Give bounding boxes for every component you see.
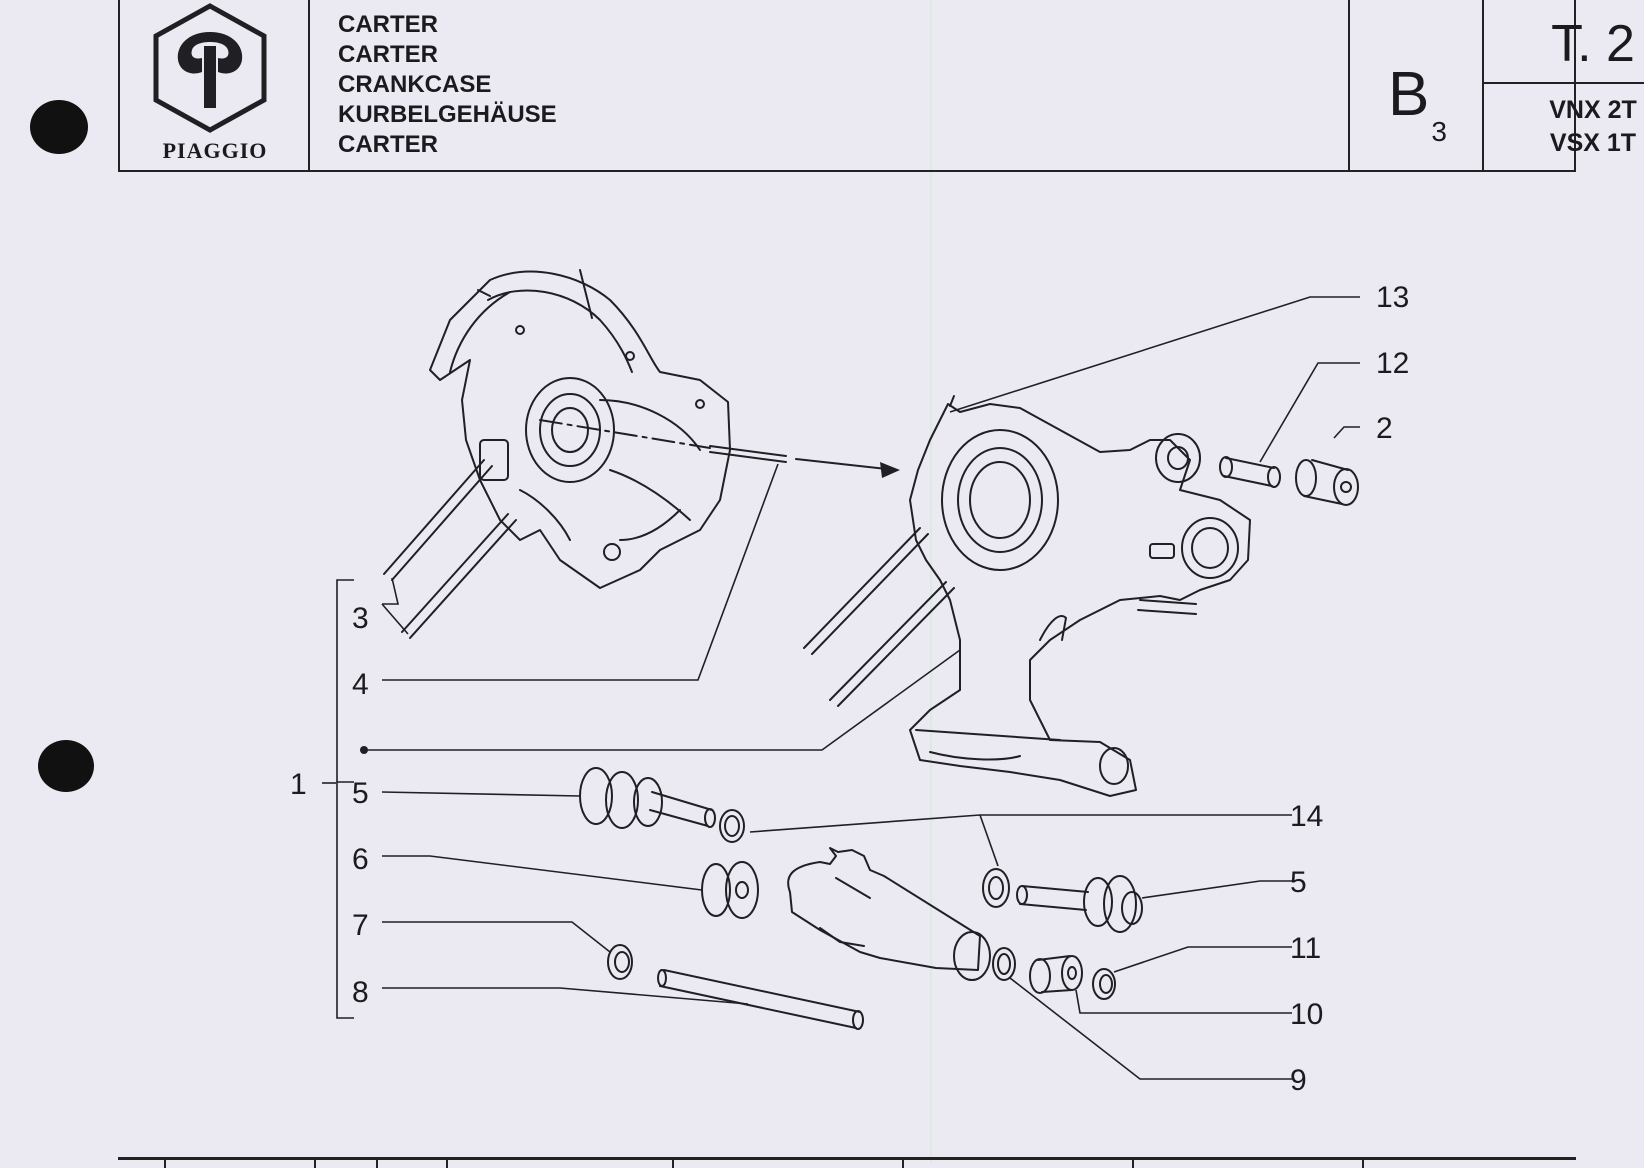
- bush-10: [1029, 955, 1083, 994]
- brand-name: PIAGGIO: [162, 138, 268, 163]
- arrow-head-icon: [880, 462, 900, 478]
- ring-14-right: [982, 868, 1010, 908]
- silent-block-5-left: [579, 767, 716, 829]
- callout-4: 4: [352, 668, 369, 701]
- callout-1: 1: [290, 768, 307, 801]
- page-fold: [930, 0, 932, 1163]
- callout-10: 10: [1290, 998, 1323, 1031]
- callout-9: 9: [1290, 1064, 1307, 1097]
- pin-12: [1219, 456, 1281, 488]
- callout-11: 11: [1290, 932, 1321, 965]
- ring-14-left: [719, 809, 745, 843]
- swing-arm-tube: [787, 847, 991, 981]
- footer-table-edge: [118, 1157, 1576, 1168]
- punch-hole-bottom: [38, 740, 94, 792]
- left-studs: [383, 459, 517, 639]
- pin-8: [657, 969, 864, 1030]
- axis-line: [539, 419, 711, 449]
- callout-12: 12: [1376, 347, 1409, 380]
- ring-7: [607, 944, 633, 980]
- punch-hole-top: [30, 100, 88, 154]
- callout-14: 14: [1290, 800, 1323, 833]
- title-en: CRANKCASE: [338, 71, 492, 98]
- callout-7: 7: [352, 909, 369, 942]
- ring-11: [1092, 968, 1116, 1000]
- section-code: B3: [1388, 60, 1447, 147]
- callout-3: 3: [352, 602, 369, 635]
- callout-6: 6: [352, 843, 369, 876]
- callout-5-left: 5: [352, 777, 369, 810]
- table-divider: [1484, 82, 1644, 84]
- model-list: VNX 2T VSX 1T: [1484, 94, 1644, 160]
- section-letter: B: [1388, 60, 1430, 129]
- model-item: VNX 2T: [1549, 96, 1637, 124]
- model-item: VSX 1T: [1549, 129, 1637, 157]
- callouts: 13 12 2 3 4 1 5 6 7 8 14 5 11 10 9: [290, 281, 1409, 1097]
- section-subscript: 3: [1431, 116, 1447, 147]
- stud-4: [709, 445, 787, 463]
- callout-5-right: 5: [1290, 866, 1307, 899]
- table-number: T. 2: [1551, 15, 1635, 73]
- right-crankcase-half: [909, 395, 1251, 797]
- header-table: PIAGGIO CARTER CARTER CRANKCASE KURBELGE…: [118, 0, 1644, 172]
- assembly-arrow: [795, 458, 897, 471]
- right-studs: [803, 527, 955, 707]
- piaggio-logo-icon: [153, 3, 267, 133]
- title-fr: CARTER: [338, 41, 438, 68]
- callout-8: 8: [352, 976, 369, 1009]
- leader-lines: [322, 296, 1360, 1080]
- title-list: CARTER CARTER CRANKCASE KURBELGEHÄUSE CA…: [338, 10, 557, 160]
- ring-9: [992, 947, 1016, 981]
- silent-block-5-right: [1016, 875, 1143, 933]
- callout-13: 13: [1376, 281, 1409, 314]
- section-cell: B3: [1350, 0, 1484, 170]
- logo-cell: PIAGGIO: [120, 0, 310, 170]
- title-es: CARTER: [338, 131, 438, 158]
- callout-2: 2: [1376, 412, 1393, 445]
- title-it: CARTER: [338, 11, 438, 38]
- rubber-6: [701, 861, 759, 919]
- titles-cell: CARTER CARTER CRANKCASE KURBELGEHÄUSE CA…: [310, 0, 1350, 170]
- table-cell: T. 2 VNX 2T VSX 1T: [1484, 0, 1644, 170]
- left-crankcase-half: [429, 269, 731, 589]
- bush-2: [1295, 459, 1359, 506]
- title-de: KURBELGEHÄUSE: [338, 101, 557, 128]
